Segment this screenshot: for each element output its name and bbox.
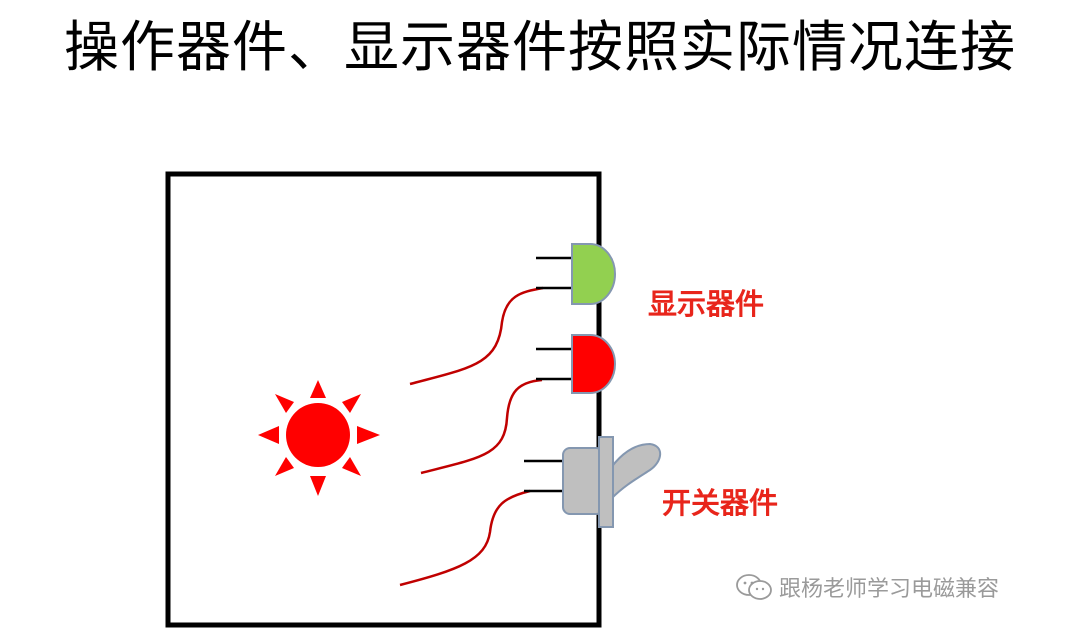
indicator-red bbox=[536, 334, 616, 394]
indicator-green bbox=[536, 243, 616, 305]
wechat-icon bbox=[736, 574, 772, 600]
wire-2 bbox=[420, 378, 543, 475]
toggle-lever-icon bbox=[602, 442, 662, 500]
switch-device-label: 开关器件 bbox=[662, 486, 779, 520]
wire-3 bbox=[399, 489, 531, 587]
display-device-label: 显示器件 bbox=[648, 287, 765, 321]
watermark-text: 跟杨老师学习电磁兼容 bbox=[779, 577, 1000, 602]
sun-ray bbox=[342, 394, 361, 413]
led-icon bbox=[571, 243, 616, 305]
sun-ray bbox=[275, 457, 294, 476]
sun-core bbox=[286, 403, 350, 467]
toggle-switch-icon bbox=[562, 447, 604, 515]
led-icon bbox=[571, 334, 616, 394]
sun-ray bbox=[342, 457, 361, 476]
sun-ray bbox=[310, 476, 326, 496]
sun-ray bbox=[357, 426, 380, 444]
wire-1 bbox=[409, 286, 544, 386]
watermark: 跟杨老师学习电磁兼容 bbox=[735, 571, 999, 603]
enclosure-box bbox=[165, 171, 602, 628]
toggle-plate bbox=[598, 436, 614, 528]
sun-ray bbox=[310, 380, 326, 398]
page-title: 操作器件、显示器件按照实际情况连接 bbox=[63, 15, 1016, 79]
sun-ray bbox=[275, 394, 294, 413]
toggle-switch bbox=[524, 436, 662, 528]
sun-icon bbox=[258, 380, 380, 496]
sun-ray bbox=[258, 426, 279, 444]
